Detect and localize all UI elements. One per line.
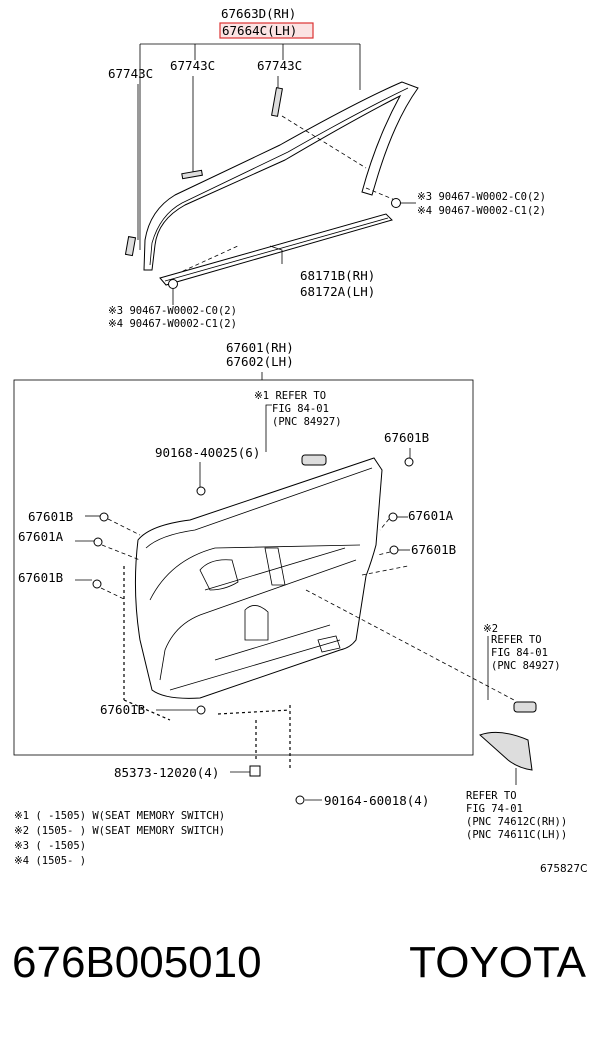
label-67601a-right: 67601A (408, 508, 454, 523)
header-bracket (139, 43, 361, 250)
footnote-4: ※4 (1505- ) (14, 855, 86, 867)
clip-67601b-r (389, 545, 399, 555)
part-number: 676B005010 (12, 938, 262, 987)
label-ref3-c: (PNC 74612C(RH)) (466, 816, 567, 828)
label-ref3-b: FIG 74-01 (466, 803, 523, 815)
label-clip-top-1: ※3 90467-W0002-C0(2) (417, 191, 546, 203)
clip-85373 (249, 765, 261, 777)
label-ref2-b: REFER TO (491, 634, 542, 646)
screw-bottom (168, 279, 178, 289)
label-67601b-topright: 67601B (384, 430, 429, 445)
label-ref3-d: (PNC 74611C(LH)) (466, 829, 567, 841)
label-ref1-c: (PNC 84927) (272, 416, 342, 428)
label-67601b-left2: 67601B (18, 570, 63, 585)
label-67601b-bottom: 67601B (100, 702, 145, 717)
label-clip-bottom-2: ※4 90467-W0002-C1(2) (108, 318, 237, 330)
screw-90164 (295, 795, 305, 805)
door-panel-box (13, 379, 474, 756)
clip-67601a-l (93, 537, 103, 547)
label-ref3-a: REFER TO (466, 790, 517, 802)
switch-part-1 (301, 454, 327, 466)
label-67601: 67601(RH) (226, 340, 294, 355)
footnote-3: ※3 ( -1505) (14, 840, 86, 852)
parts-diagram: 67663D(RH) 67664C(LH) 67743C 67743C 6774… (13, 6, 587, 875)
switch-part-2 (513, 701, 537, 713)
label-ref1-a: ※1 REFER TO (254, 390, 326, 402)
frame-moulding (143, 81, 419, 271)
label-67601a-left: 67601A (18, 529, 64, 544)
dash-l2 (101, 544, 141, 561)
clip-67743c-2 (181, 169, 203, 180)
label-67743c-mid: 67743C (170, 58, 215, 73)
clip-67601b-bot (196, 705, 206, 715)
label-clip-bottom-1: ※3 90467-W0002-C0(2) (108, 305, 237, 317)
label-90168: 90168-40025(6) (155, 445, 260, 460)
clip-67601b-tr (404, 457, 414, 467)
clip-67601a-r (388, 512, 398, 522)
dash-to-ref2 (305, 589, 515, 701)
label-67601b-left1: 67601B (28, 509, 73, 524)
clip-67743c-3 (271, 87, 283, 117)
leader-ref1 (265, 404, 272, 452)
dash-l1 (107, 518, 141, 536)
label-67743c-right: 67743C (257, 58, 302, 73)
dash-r2 (361, 551, 409, 576)
label-ref1-b: FIG 84-01 (272, 403, 329, 415)
dash-r1 (379, 518, 390, 531)
footnote-2: ※2 (1505- ) W(SEAT MEMORY SWITCH) (14, 825, 225, 837)
highlight-box (219, 22, 314, 39)
label-85373: 85373-12020(4) (114, 765, 219, 780)
label-67664c: 67664C(LH) (222, 23, 297, 38)
label-68171b: 68171B(RH) (300, 268, 375, 283)
footer-bar: 676B005010 TOYOTA (0, 930, 600, 1020)
clip-67601b-l2 (92, 579, 102, 589)
frame-dash-lines (169, 115, 396, 278)
label-ref2-c: FIG 84-01 (491, 647, 548, 659)
armrest-part (479, 731, 533, 771)
screw-top (391, 198, 401, 208)
figure-code: 675827C (540, 863, 587, 875)
label-clip-top-2: ※4 90467-W0002-C1(2) (417, 205, 546, 217)
leader-68171b (269, 245, 283, 264)
footnote-1: ※1 ( -1505) W(SEAT MEMORY SWITCH) (14, 810, 225, 822)
label-67602: 67602(LH) (226, 354, 294, 369)
label-ref2-a: ※2 (483, 623, 498, 635)
label-ref2-d: (PNC 84927) (491, 660, 561, 672)
belt-moulding (159, 213, 393, 286)
brand-name: TOYOTA (409, 938, 586, 987)
label-67601b-right: 67601B (411, 542, 456, 557)
label-90164: 90164-60018(4) (324, 793, 429, 808)
clip-67743c-1 (124, 236, 137, 257)
dash-l3 (100, 587, 127, 601)
door-trim-panel (134, 457, 383, 699)
label-68172a: 68172A(LH) (300, 284, 375, 299)
label-67743c-left: 67743C (108, 66, 153, 81)
label-67663d: 67663D(RH) (221, 6, 296, 21)
panel-hidden-lines (123, 566, 291, 770)
clip-67601b-l1 (99, 512, 109, 522)
screw-90168 (196, 486, 206, 496)
